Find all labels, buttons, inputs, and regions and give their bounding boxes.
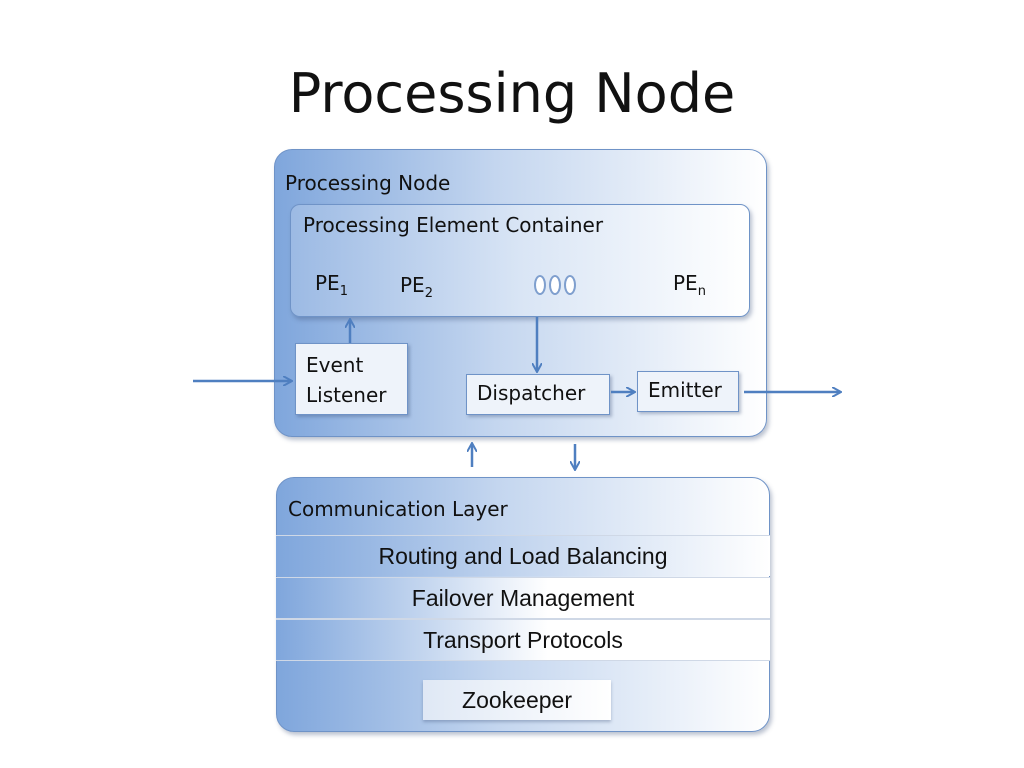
pe-container-label: Processing Element Container: [303, 213, 604, 237]
pe-2: PE2: [400, 273, 433, 301]
slide-title: Processing Node: [288, 62, 736, 125]
zookeeper-box: Zookeeper: [423, 680, 611, 720]
emitter-box: Emitter: [637, 371, 739, 412]
event-listener-line1: Event: [306, 353, 364, 377]
pe-container-box: [290, 204, 750, 317]
ellipsis-ovals: [534, 275, 576, 295]
routing-layer: Routing and Load Balancing: [276, 535, 770, 576]
transport-layer: Transport Protocols: [276, 619, 770, 661]
ellipsis-oval: [549, 275, 561, 295]
pe-1: PE1: [315, 271, 348, 299]
event-listener-line2: Listener: [306, 383, 387, 407]
communication-layer-label: Communication Layer: [288, 497, 508, 521]
pe-n: PEn: [673, 271, 706, 299]
event-listener-box: Event Listener: [295, 343, 408, 415]
processing-node-label: Processing Node: [285, 171, 451, 195]
ellipsis-oval: [534, 275, 546, 295]
failover-layer: Failover Management: [276, 577, 770, 619]
ellipsis-oval: [564, 275, 576, 295]
dispatcher-box: Dispatcher: [466, 374, 610, 415]
